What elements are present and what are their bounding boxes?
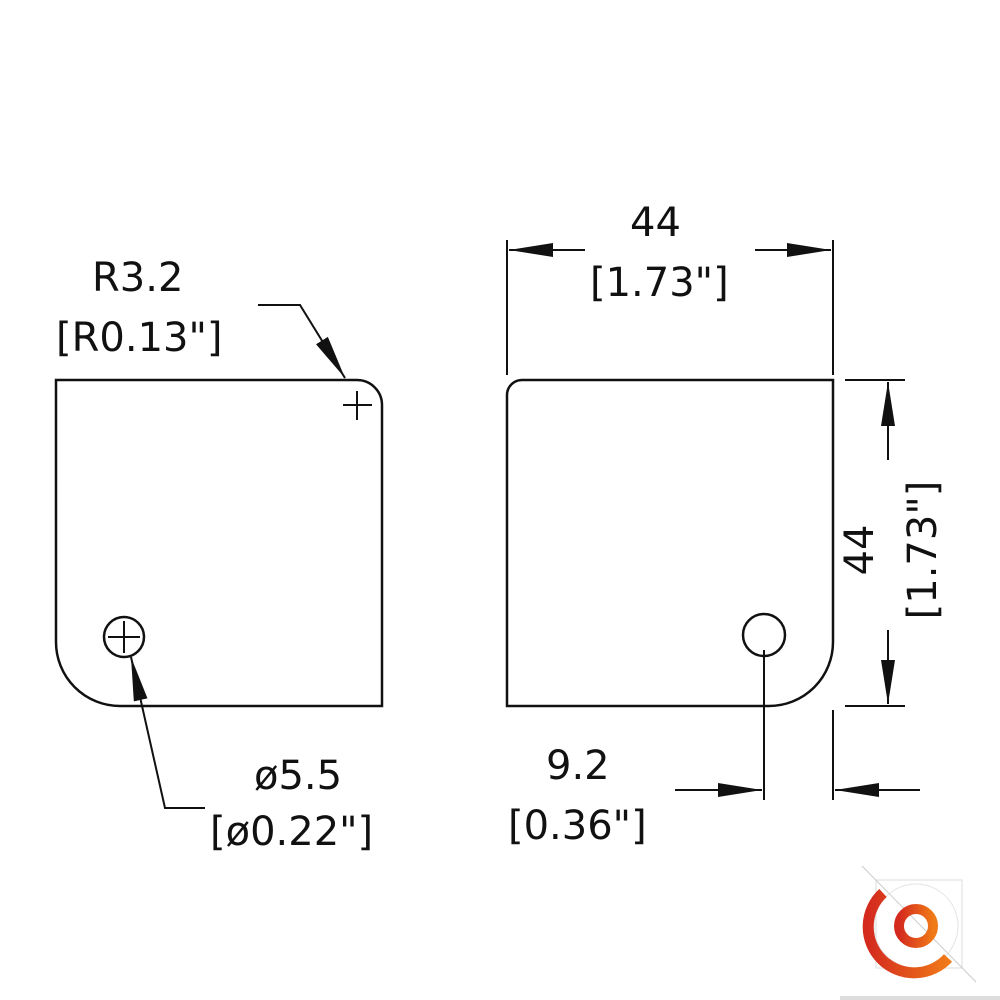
- corner-center-crosshair: [343, 391, 372, 420]
- radius-leader: [258, 304, 346, 379]
- width-label: 44: [630, 200, 681, 246]
- width-label-inch: [1.73"]: [590, 260, 729, 306]
- brand-logo: [840, 865, 1000, 1000]
- hole-diameter-label: ø5.5: [254, 753, 343, 799]
- radius-label-inch: [R0.13"]: [56, 315, 223, 361]
- left-hole-crosshair: [108, 621, 140, 653]
- height-label: 44: [837, 524, 883, 576]
- height-label-inch: [1.73"]: [900, 480, 946, 620]
- right-plate-outline: [505, 378, 835, 708]
- left-mounting-hole: [102, 615, 146, 659]
- offset-label: 9.2: [546, 743, 610, 789]
- hole-leader: [130, 656, 205, 809]
- hole-diameter-label-inch: [ø0.22"]: [210, 809, 374, 855]
- left-plate-outline: [54, 378, 384, 708]
- offset-label-inch: [0.36"]: [508, 803, 647, 849]
- radius-label: R3.2: [92, 255, 184, 301]
- right-mounting-hole: [741, 612, 787, 658]
